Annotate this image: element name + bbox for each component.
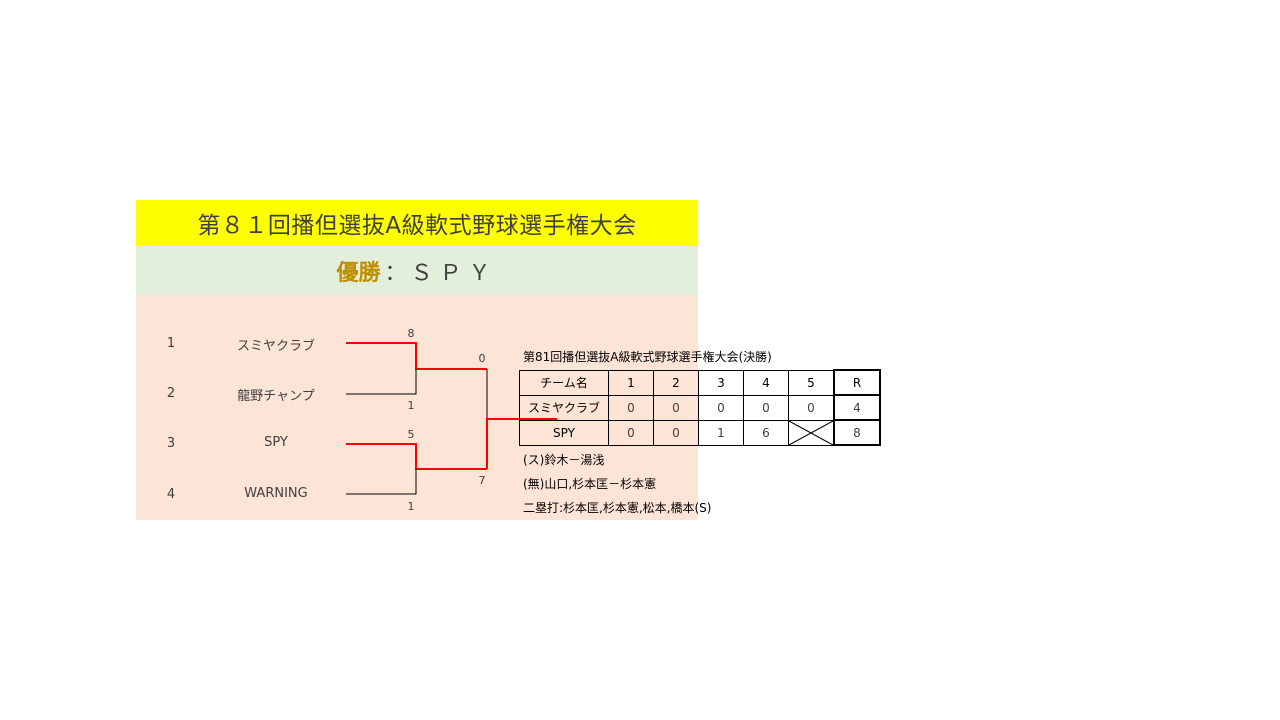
doubles-note: 二塁打:杉本匡,杉本憲,松本,橋本(S) bbox=[523, 501, 712, 515]
match-score: 1 bbox=[407, 399, 415, 412]
winner-path bbox=[346, 443, 487, 470]
seed-number: 1 bbox=[166, 336, 176, 351]
battery-note: (ス)鈴木－湯浅 bbox=[523, 453, 605, 467]
total-runs: 8 bbox=[833, 419, 881, 446]
match-score: 5 bbox=[407, 428, 415, 441]
loser-path bbox=[346, 369, 417, 395]
match-score: 8 bbox=[407, 327, 415, 340]
team-name: スミヤクラブ bbox=[236, 339, 315, 354]
inning-score: 0 bbox=[653, 419, 699, 446]
row-team: SPY bbox=[519, 419, 609, 446]
inning-score: 6 bbox=[743, 419, 789, 446]
team-name: 龍野チャンプ bbox=[237, 389, 315, 404]
inning-score: 0 bbox=[788, 394, 835, 421]
tournament-title: 第８１回播但選抜A級軟式野球選手権大会 bbox=[136, 200, 698, 246]
header-inning: 3 bbox=[698, 369, 744, 396]
loser-path bbox=[346, 469, 417, 495]
table-header-row: チーム名 1 2 3 4 5 R bbox=[519, 369, 881, 396]
table-row: スミヤクラブ 0 0 0 0 0 4 bbox=[519, 394, 881, 421]
winner-name: ＳＰＹ bbox=[410, 260, 498, 286]
header-inning: 1 bbox=[608, 369, 654, 396]
inning-score: 0 bbox=[608, 394, 654, 421]
winner-banner: 優勝 ： ＳＰＹ bbox=[136, 246, 698, 295]
final-caption: 第81回播但選抜A級軟式野球選手権大会(決勝) bbox=[523, 350, 772, 364]
row-team: スミヤクラブ bbox=[519, 394, 609, 421]
seed-number: 2 bbox=[166, 386, 176, 401]
table-row: SPY 0 0 1 6 8 bbox=[519, 419, 881, 446]
match-score: 1 bbox=[407, 500, 415, 513]
total-runs: 4 bbox=[833, 394, 881, 421]
crossed-cell bbox=[788, 419, 835, 446]
inning-score: 0 bbox=[698, 394, 744, 421]
header-runs: R bbox=[833, 369, 881, 396]
cross-mark-icon bbox=[789, 420, 833, 445]
inning-score: 1 bbox=[698, 419, 744, 446]
header-inning: 4 bbox=[743, 369, 789, 396]
seed-number: 3 bbox=[166, 436, 176, 451]
battery-note: (無)山口,杉本匡－杉本憲 bbox=[523, 477, 657, 491]
winner-label: 優勝 bbox=[336, 260, 381, 286]
final-score: 0 bbox=[478, 352, 486, 365]
team-name: WARNING bbox=[244, 486, 308, 501]
final-score: 7 bbox=[478, 474, 486, 487]
linescore-table: チーム名 1 2 3 4 5 R スミヤクラブ 0 0 0 0 0 4 SPY … bbox=[519, 369, 881, 446]
inning-score: 0 bbox=[608, 419, 654, 446]
team-name: SPY bbox=[264, 435, 288, 450]
seed-number: 4 bbox=[166, 487, 176, 502]
winner-separator: ： bbox=[384, 260, 407, 286]
inning-score: 0 bbox=[653, 394, 699, 421]
header-team: チーム名 bbox=[519, 369, 609, 396]
winner-path bbox=[346, 342, 487, 370]
inning-score: 0 bbox=[743, 394, 789, 421]
header-inning: 2 bbox=[653, 369, 699, 396]
header-inning: 5 bbox=[788, 369, 835, 396]
